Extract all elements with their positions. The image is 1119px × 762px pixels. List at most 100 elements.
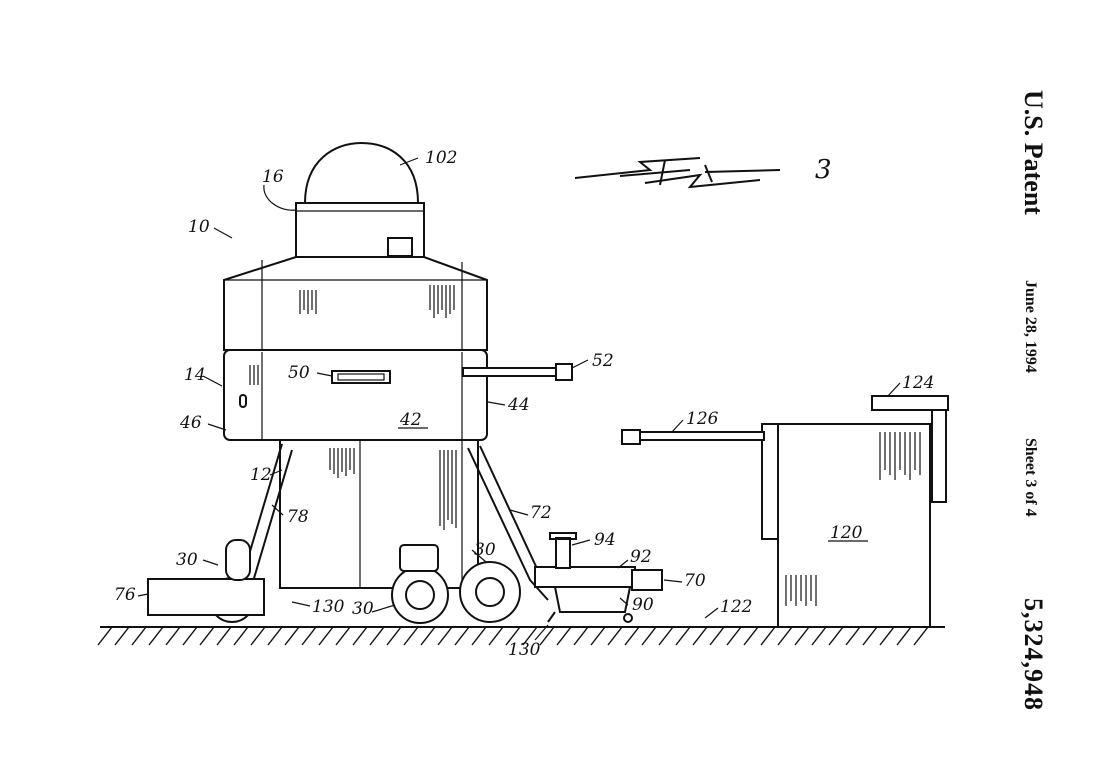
hatch-stroke xyxy=(709,626,725,646)
hatch-stroke xyxy=(386,626,402,646)
dock-70 xyxy=(631,569,663,591)
post-94 xyxy=(555,537,571,569)
hatch-stroke xyxy=(335,626,351,646)
hatch-stroke xyxy=(505,626,521,646)
hatch-stroke xyxy=(318,626,334,646)
hatch-stroke xyxy=(539,626,555,646)
hatch-stroke xyxy=(794,626,810,646)
ref-76: 76 xyxy=(114,585,136,605)
hatch-stroke xyxy=(828,626,844,646)
ref-90: 90 xyxy=(632,595,654,615)
hatch-stroke xyxy=(182,626,198,646)
ref-46: 46 xyxy=(179,413,202,433)
hatch-stroke xyxy=(488,626,504,646)
ref-42: 42 xyxy=(399,410,422,430)
ref-44: 44 xyxy=(507,395,530,415)
dock-plate-92 xyxy=(534,566,636,588)
robot-10 xyxy=(147,141,663,624)
upper-housing xyxy=(223,256,488,351)
hatch-stroke xyxy=(148,626,164,646)
header-patent-number: 5,324,948 xyxy=(1019,598,1048,711)
header-sheet: Sheet 3 of 4 xyxy=(1022,438,1039,517)
hatch-stroke xyxy=(658,626,674,646)
ref-126: 126 xyxy=(686,409,719,429)
header-date: June 28, 1994 xyxy=(1022,280,1039,373)
body-12 xyxy=(279,439,479,589)
hatch-stroke xyxy=(437,626,453,646)
hatch-stroke xyxy=(811,626,827,646)
hatch-stroke xyxy=(760,626,776,646)
numeral-underlines xyxy=(398,427,868,542)
ref-124: 124 xyxy=(902,373,934,393)
hatch-stroke xyxy=(726,626,742,646)
ref-78: 78 xyxy=(287,507,309,527)
hatch-stroke xyxy=(607,626,623,646)
hatch-stroke xyxy=(403,626,419,646)
hatch-stroke xyxy=(879,626,895,646)
hatch-stroke xyxy=(522,626,538,646)
ref-30-right: 30 xyxy=(474,540,496,560)
hatch-stroke xyxy=(216,626,232,646)
header-title: U.S. Patent xyxy=(1019,90,1048,215)
ref-12: 12 xyxy=(250,465,272,485)
ref-14: 14 xyxy=(184,365,206,385)
lower-housing-14 xyxy=(223,349,488,441)
hatch-stroke xyxy=(233,626,249,646)
ref-130-left: 130 xyxy=(312,597,345,617)
ref-30-left: 30 xyxy=(176,550,198,570)
ref-102: 102 xyxy=(425,148,457,168)
hatch-stroke xyxy=(590,626,606,646)
station-120 xyxy=(621,395,949,628)
ref-30-middle: 30 xyxy=(352,599,374,619)
ref-130-right: 130 xyxy=(508,640,541,660)
leader-lines xyxy=(137,157,901,641)
ref-122: 122 xyxy=(720,597,752,617)
reference-numerals: 102 16 10 14 46 50 52 42 44 12 78 72 94 … xyxy=(114,148,934,660)
hatch-stroke xyxy=(471,626,487,646)
hatch-stroke xyxy=(556,626,572,646)
bumper-76 xyxy=(147,578,265,616)
hatch-stroke xyxy=(454,626,470,646)
hatch-stroke xyxy=(199,626,215,646)
hatch-stroke xyxy=(352,626,368,646)
ref-94: 94 xyxy=(594,530,616,550)
hatch-stroke xyxy=(131,626,147,646)
hatch-stroke xyxy=(165,626,181,646)
hatch-stroke xyxy=(573,626,589,646)
figure-number: 3 xyxy=(815,155,832,185)
wheel-30-right xyxy=(459,561,521,623)
hatch-stroke xyxy=(624,626,640,646)
arm-52 xyxy=(462,367,559,377)
hatch-stroke xyxy=(114,626,130,646)
hatch-stroke xyxy=(777,626,793,646)
ref-120: 120 xyxy=(830,523,863,543)
hatch-stroke xyxy=(692,626,708,646)
ref-16: 16 xyxy=(262,167,284,187)
hatch-stroke xyxy=(743,626,759,646)
hatch-stroke xyxy=(301,626,317,646)
arm-126 xyxy=(637,431,765,441)
ref-52: 52 xyxy=(592,351,614,371)
hatch-stroke xyxy=(97,626,113,646)
hatch-stroke xyxy=(284,626,300,646)
display-50 xyxy=(331,370,391,384)
ref-70: 70 xyxy=(684,571,706,591)
ref-10: 10 xyxy=(188,217,210,237)
hatch-stroke xyxy=(641,626,657,646)
cart-90 xyxy=(547,586,631,623)
figure-label: 3 xyxy=(574,155,832,189)
hatch-stroke xyxy=(862,626,878,646)
ref-72: 72 xyxy=(530,503,552,523)
hatch-stroke xyxy=(267,626,283,646)
wheel-30-middle xyxy=(391,566,449,624)
hatch-stroke xyxy=(845,626,861,646)
dome-102 xyxy=(303,141,420,204)
arm-124 xyxy=(871,395,949,411)
hatch-stroke xyxy=(896,626,912,646)
hatch-stroke xyxy=(369,626,385,646)
hatch-stroke xyxy=(250,626,266,646)
hatch-stroke xyxy=(675,626,691,646)
ref-92: 92 xyxy=(630,547,652,567)
